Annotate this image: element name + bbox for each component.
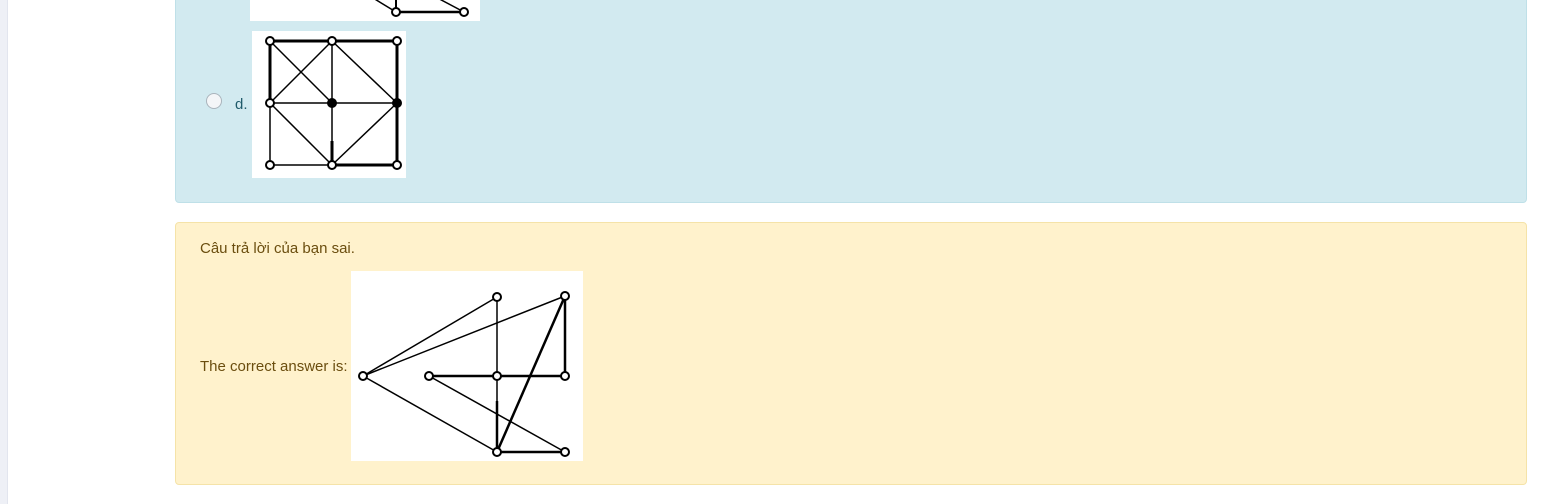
option-d-radio[interactable] bbox=[206, 93, 222, 109]
left-sidebar-rail bbox=[0, 0, 8, 504]
previous-option-figure bbox=[250, 0, 480, 21]
graph-triangle-diagram-icon bbox=[350, 271, 583, 461]
graph-square-diagram-icon bbox=[251, 30, 406, 178]
option-d-label: d. bbox=[235, 95, 248, 113]
incorrect-feedback-text: Câu trả lời của bạn sai. bbox=[200, 240, 355, 257]
correct-answer-row: The correct answer is: bbox=[200, 270, 583, 462]
option-d[interactable]: d. bbox=[206, 30, 406, 178]
correct-answer-label: The correct answer is: bbox=[200, 357, 348, 375]
